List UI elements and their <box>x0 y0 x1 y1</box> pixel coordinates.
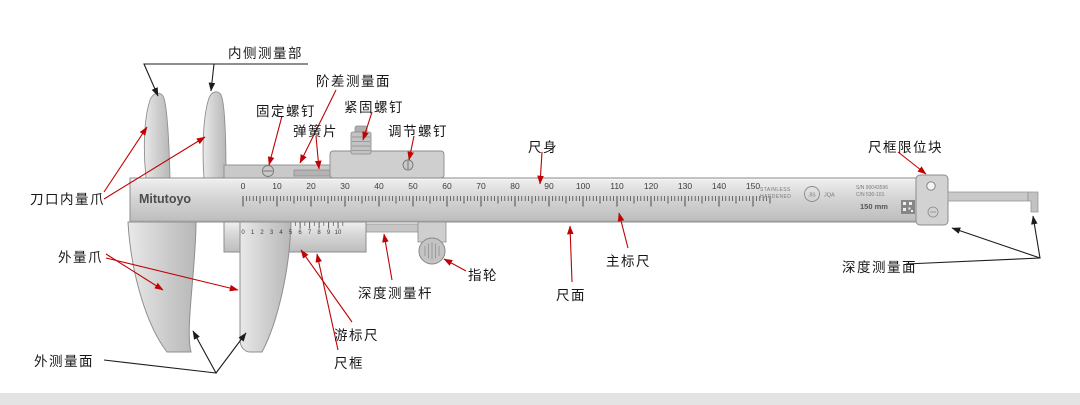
leader-depth-rod <box>382 233 393 281</box>
leader-fixing-screw <box>267 115 283 166</box>
label-knife-inside-jaws: 刀口内量爪 <box>30 192 105 207</box>
inspection-stamp-icon <box>927 206 939 218</box>
leader-adjust-screw <box>407 135 415 161</box>
caliper-drawing: Mitutoyo STAINLESS HARDENED JIS JQA S/N … <box>127 91 1039 353</box>
label-depth-rod: 深度测量杆 <box>358 286 433 301</box>
adjust-screw-shape <box>402 159 414 171</box>
range-text: 150 mm <box>860 202 888 211</box>
fixed-outside-jaw <box>127 221 197 353</box>
label-spring-plate: 弹簧片 <box>293 124 338 139</box>
depth-rod-right <box>947 191 1029 202</box>
leader-inner-measuring-1 <box>143 63 308 97</box>
fixed-inside-jaw <box>143 92 171 179</box>
leader-frame-stop <box>897 151 927 175</box>
leader-knife-jaws-2 <box>103 136 206 200</box>
label-frame-stop-block: 尺框限位块 <box>868 140 943 155</box>
leader-vernier-scale <box>300 249 353 323</box>
label-beam: 尺身 <box>528 140 558 155</box>
label-vernier-scale: 游标尺 <box>334 328 379 343</box>
clamp-screw-shape <box>350 125 372 155</box>
vernier-ticks <box>242 222 344 229</box>
bottom-strip <box>0 393 1080 405</box>
label-depth-measuring-face: 深度测量面 <box>842 260 917 275</box>
leader-thumb-wheel <box>443 258 467 272</box>
label-slider-frame: 尺框 <box>334 356 364 371</box>
leader-lines <box>103 63 1041 374</box>
label-inner-measuring-part: 内侧测量部 <box>228 46 303 61</box>
leader-outer-face-2 <box>215 332 247 374</box>
label-adjust-screw: 调节螺钉 <box>388 124 448 139</box>
label-main-scale: 主标尺 <box>606 254 651 269</box>
leader-scale-face <box>566 225 574 283</box>
leader-beam <box>537 151 544 185</box>
leader-main-scale <box>617 212 629 249</box>
label-outer-measuring-face: 外测量面 <box>34 354 94 369</box>
leader-outside-jaws-2 <box>105 257 239 292</box>
label-fixing-screw: 固定螺钉 <box>256 104 316 119</box>
code-number-text: C/N 530-101 <box>856 192 885 198</box>
leader-step-face <box>299 89 337 164</box>
label-clamp-screw: 紧固螺钉 <box>344 100 404 115</box>
frame-stop-hole <box>926 181 936 191</box>
thumb-wheel-shape <box>418 237 446 265</box>
label-thumb-wheel: 指轮 <box>468 268 498 283</box>
serial-number-text: S/N 90043596 <box>856 185 888 191</box>
depth-rod-tip <box>1027 191 1039 213</box>
jqa-text: JQA <box>824 193 835 199</box>
label-outside-jaws: 外量爪 <box>58 250 103 265</box>
movable-inside-jaw <box>202 91 227 179</box>
jis-logo-icon <box>804 186 820 202</box>
leader-knife-jaws-1 <box>103 126 148 193</box>
hardened-text: HARDENED <box>760 194 791 200</box>
stainless-text: STAINLESS <box>760 187 791 193</box>
brand-text: Mitutoyo <box>139 192 191 206</box>
movable-outside-jaw <box>239 221 292 353</box>
leader-spring-plate <box>314 135 322 170</box>
leader-inner-measuring-2 <box>208 63 216 92</box>
fixing-screw-shape <box>262 165 274 177</box>
leader-clamp-screw <box>362 111 373 141</box>
fine-adjust-housing <box>329 150 445 179</box>
leader-slider-frame <box>315 253 339 351</box>
jis-text: JIS <box>808 193 816 199</box>
label-step-measuring-face: 阶差测量面 <box>316 74 391 89</box>
main-scale-ticks <box>242 196 773 207</box>
label-scale-face: 尺面 <box>556 288 586 303</box>
qr-code-icon <box>901 200 915 214</box>
leader-depth-face-2 <box>951 227 1041 259</box>
